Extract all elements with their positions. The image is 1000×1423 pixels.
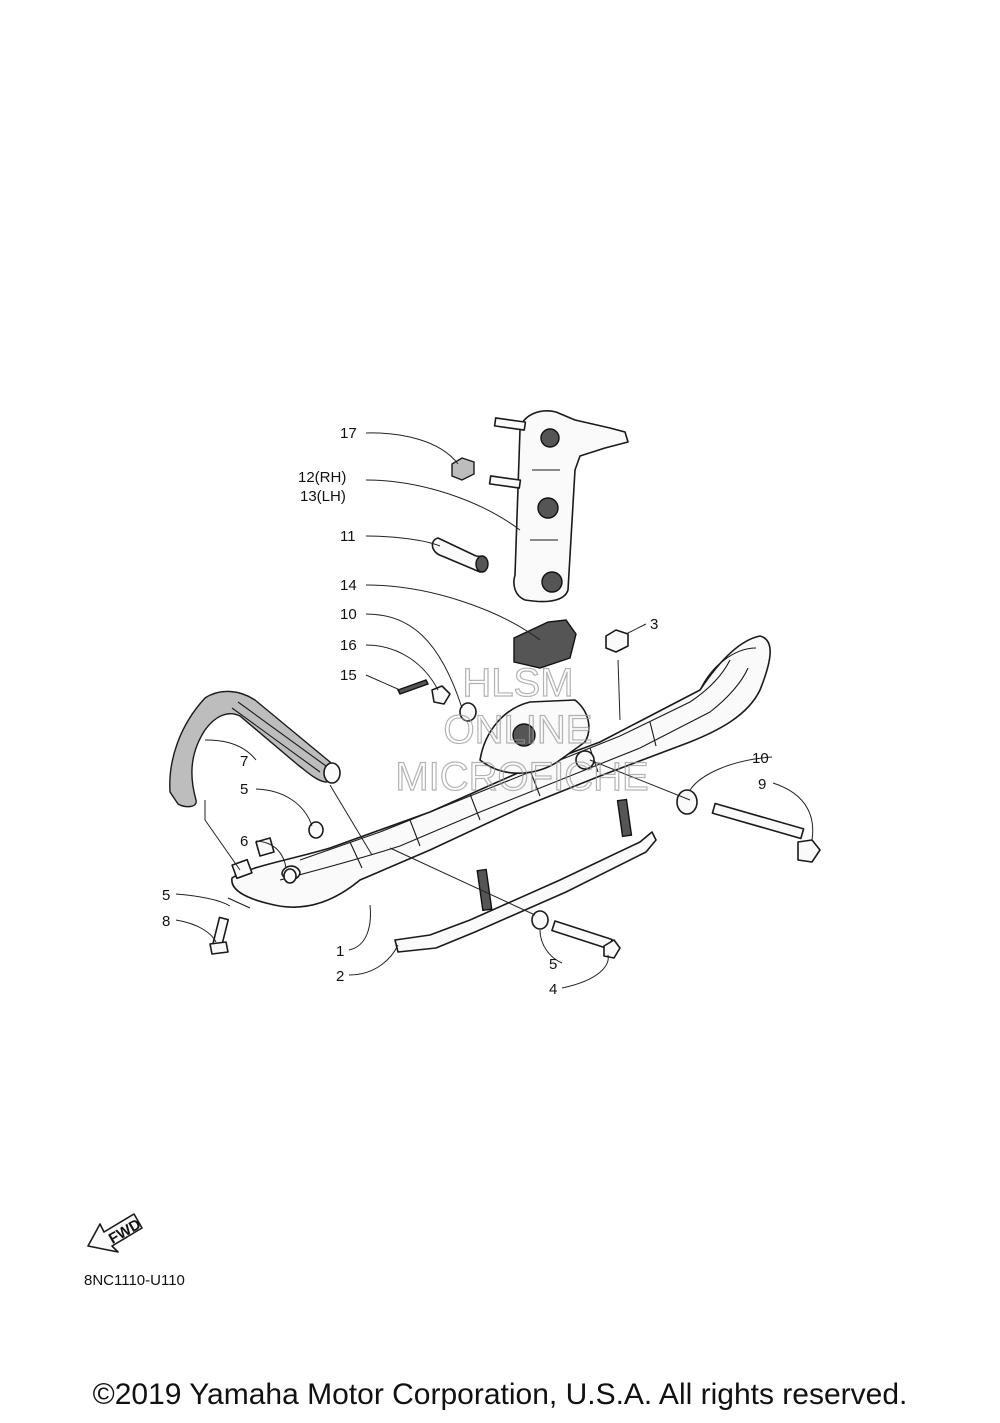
- watermark-line-2: ONLINE: [444, 708, 593, 752]
- callout-5-lower: 5: [549, 956, 557, 973]
- copyright-notice: ©2019 Yamaha Motor Corporation, U.S.A. A…: [92, 1378, 908, 1411]
- callout-labels: 17 12(RH) 13(LH) 11 14 10 16 15 3 7 5 6 …: [162, 425, 769, 998]
- callout-6: 6: [240, 833, 248, 850]
- callout-8: 8: [162, 913, 170, 930]
- ski-body: [231, 635, 771, 908]
- watermark-line-3: MICROFICHE: [395, 755, 648, 799]
- spindle-bracket: [488, 410, 629, 603]
- pin-15: [397, 679, 477, 722]
- ski-handle: [169, 690, 341, 808]
- callout-17: 17: [340, 425, 357, 442]
- callout-1: 1: [336, 943, 344, 960]
- callout-14: 14: [340, 577, 357, 594]
- bolt-9: [676, 789, 821, 863]
- callout-5-upper: 5: [240, 781, 248, 798]
- diagram-code: 8NC1110-U110: [84, 1272, 185, 1289]
- nut-3: [605, 629, 629, 653]
- damper-14: [513, 619, 577, 669]
- bushing-11: [431, 537, 489, 573]
- callout-10-upper: 10: [340, 606, 357, 623]
- callout-11: 11: [340, 528, 356, 545]
- callout-9: 9: [758, 776, 766, 793]
- callout-13-lh: 13(LH): [300, 488, 346, 505]
- wear-rod: [394, 798, 657, 953]
- bolt-4: [531, 910, 621, 959]
- watermark: HLSM ONLINE MICROFICHE: [395, 660, 650, 799]
- leader-lines: [175, 432, 814, 989]
- callout-15: 15: [340, 667, 357, 684]
- callout-16: 16: [340, 637, 357, 654]
- callout-10-right: 10: [752, 750, 769, 767]
- callout-2: 2: [336, 968, 344, 985]
- callout-3: 3: [650, 616, 658, 633]
- fwd-arrow-icon: FWD: [87, 1213, 144, 1253]
- callout-4: 4: [549, 981, 557, 998]
- callout-7: 7: [240, 753, 248, 770]
- callout-12-rh: 12(RH): [298, 469, 346, 486]
- callout-5-left: 5: [162, 887, 170, 904]
- front-fasteners: [209, 821, 324, 955]
- watermark-line-1: HLSM: [462, 661, 573, 705]
